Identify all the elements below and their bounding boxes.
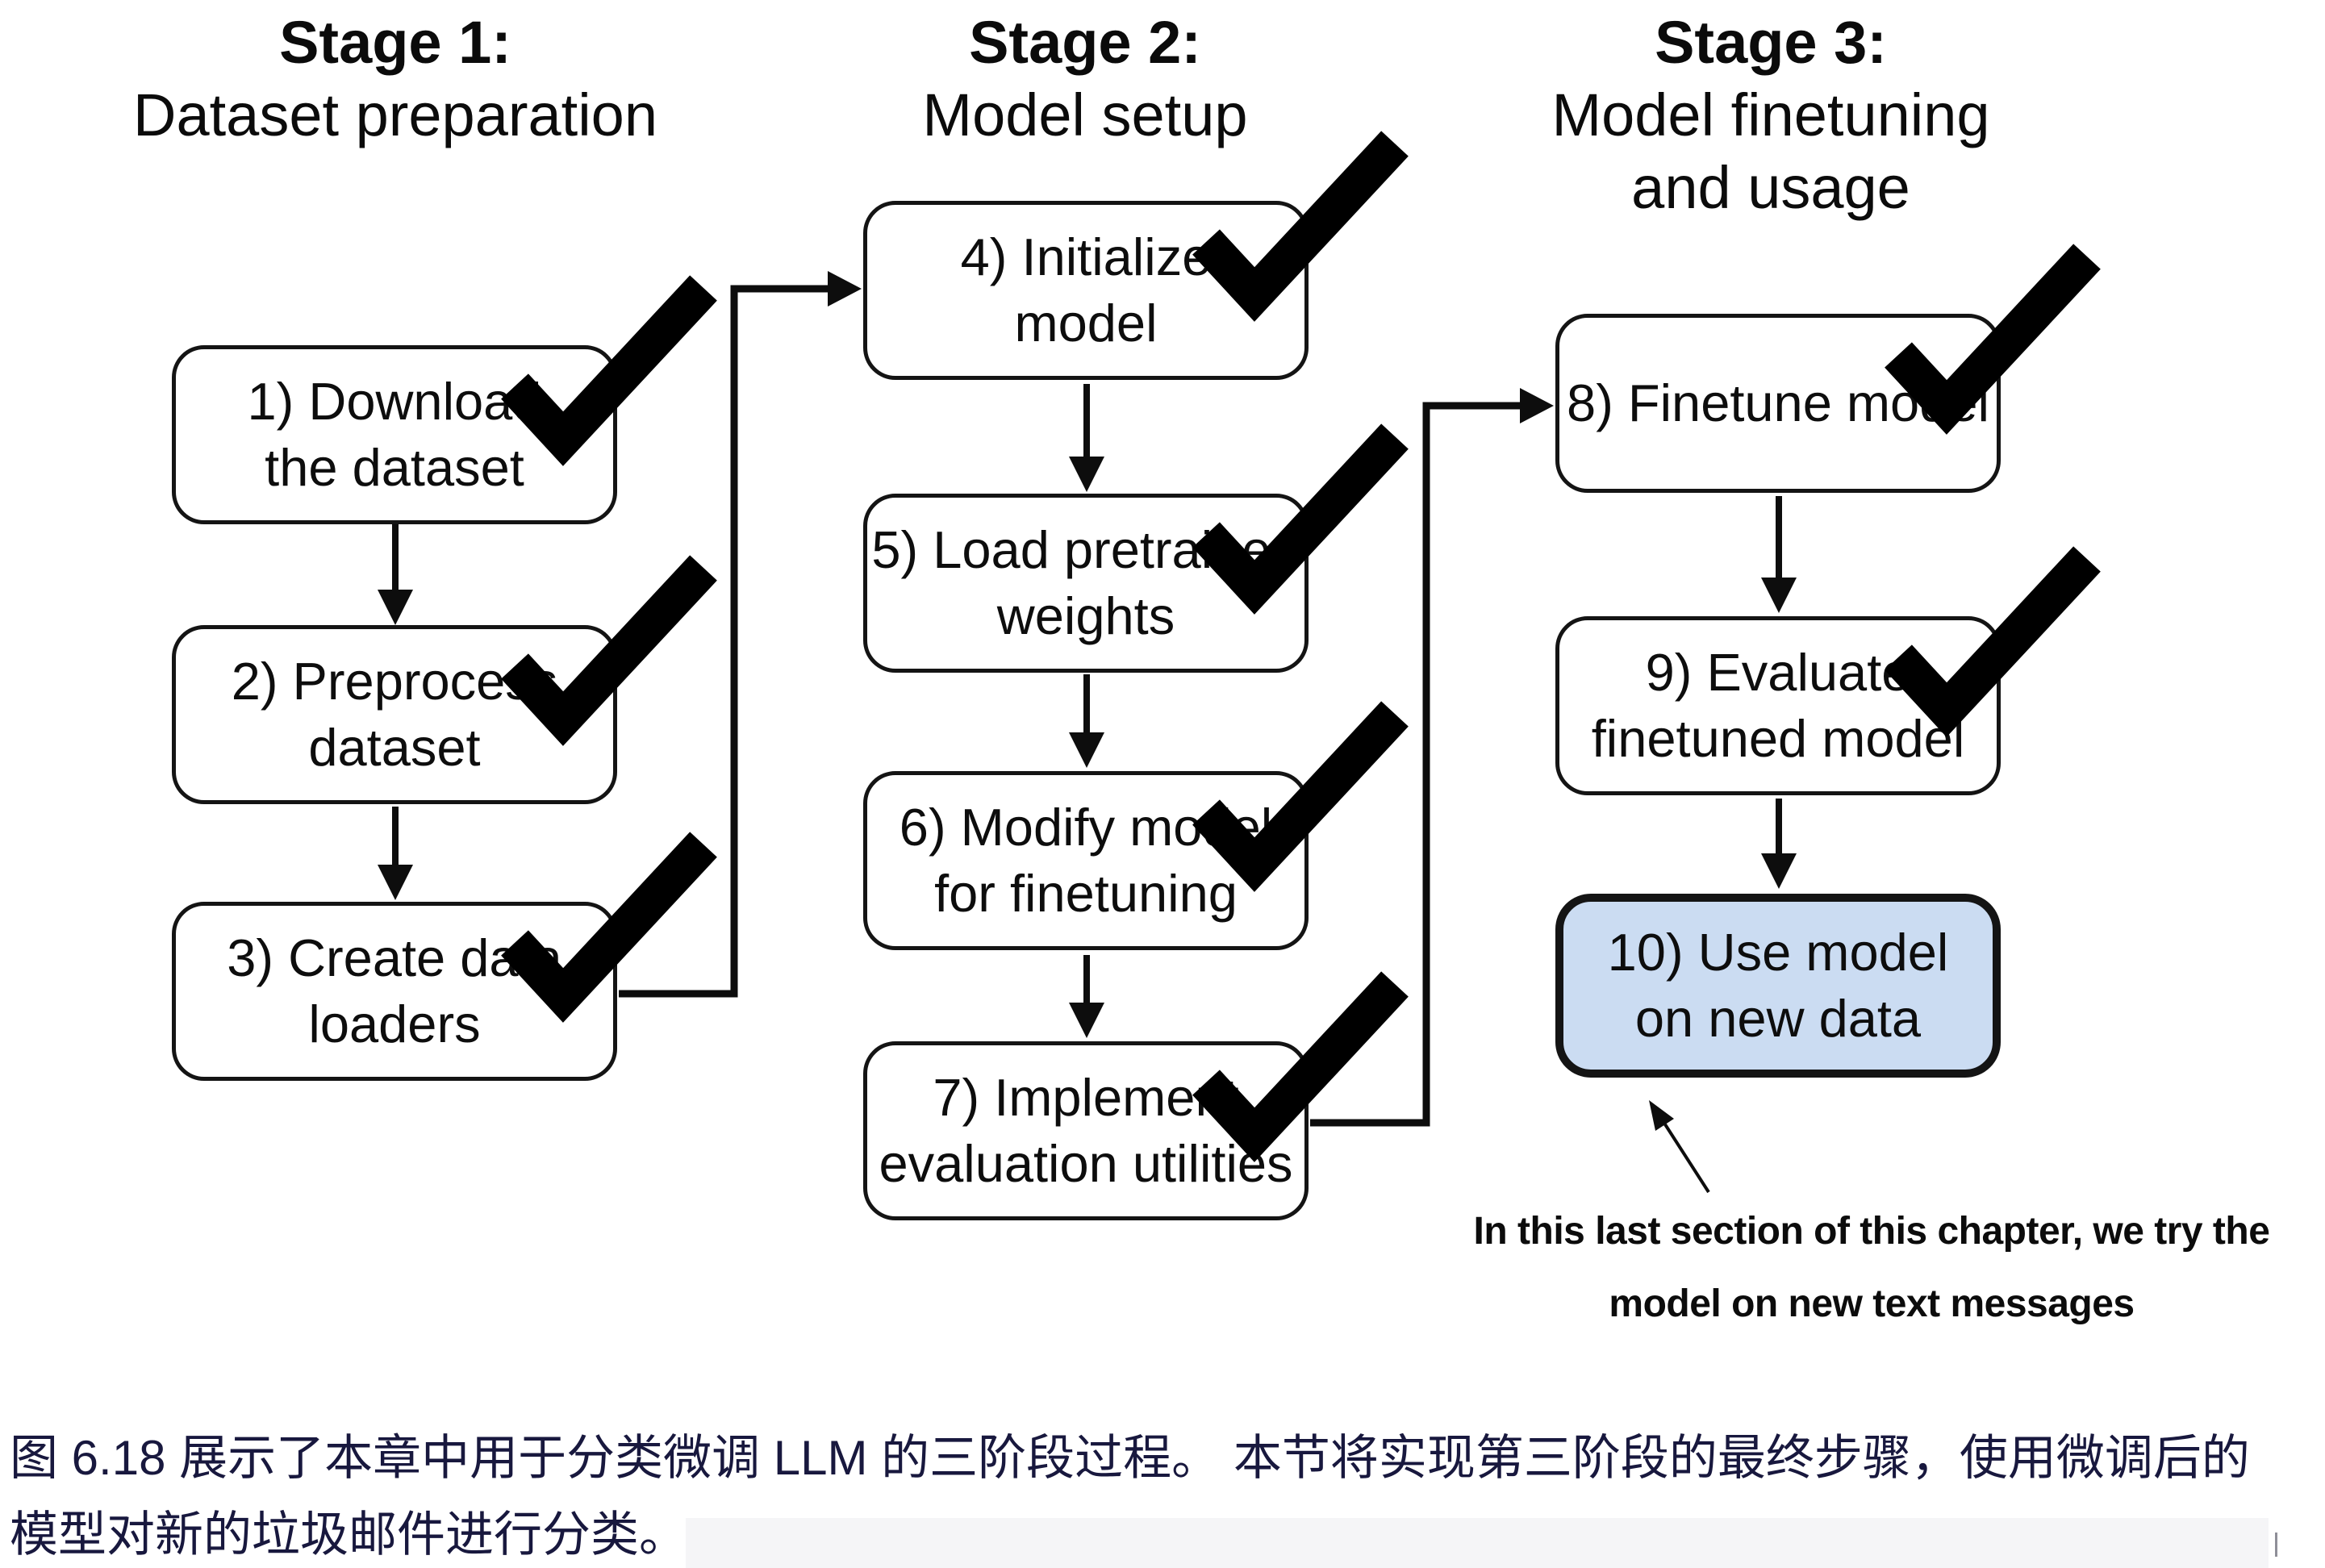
- box-download-dataset-label: 1) Download the dataset: [247, 372, 542, 497]
- box-initialize-model: 4) Initialize model: [863, 131, 1409, 380]
- box-evaluate-finetuned-model: 9) Evaluate finetuned model: [1555, 546, 2101, 795]
- stage3-title: Stage 3: Model finetuning and usage: [1408, 6, 2134, 224]
- stage2-subtitle: Model setup: [922, 81, 1248, 148]
- box-initialize-model-label: 4) Initialize model: [960, 227, 1212, 352]
- stage2-title: Stage 2: Model setup: [722, 6, 1448, 152]
- stage3-subtitle: Model finetuning and usage: [1551, 81, 1990, 221]
- stage1-title: Stage 1: Dataset preparation: [32, 6, 758, 152]
- arrow-box6-box7: [1069, 955, 1104, 1038]
- arrow-box8-box9: [1761, 496, 1797, 613]
- box-modify-model-label: 6) Modify model for finetuning: [899, 798, 1273, 923]
- checkmark-icon: [1192, 131, 1409, 322]
- box-preprocess-dataset-label: 2) Preprocess dataset: [231, 652, 558, 777]
- arrow-box2-box3: [378, 807, 413, 900]
- annotation-arrow: [1649, 1100, 1710, 1194]
- arrow-box4-box5: [1069, 384, 1104, 492]
- box-download-dataset: 1) Download the dataset: [172, 275, 717, 524]
- box-finetune-model-label: 8) Finetune model: [1567, 373, 1989, 432]
- figure-caption: 图 6.18 展示了本章中用于分类微调 LLM 的三阶段过程。 本节将实现第三阶…: [10, 1431, 2250, 1562]
- stage1-heading: Stage 1:: [279, 9, 511, 76]
- stage3-heading: Stage 3:: [1655, 9, 1887, 76]
- box-load-pretrained-weights: 5) Load pretrained weights: [863, 423, 1409, 673]
- arrow-box1-box2: [378, 523, 413, 625]
- box-finetune-model: 8) Finetune model: [1555, 244, 2101, 493]
- box-evaluate-finetuned-model-label: 9) Evaluate finetuned model: [1591, 643, 1965, 768]
- box-use-model-new-data: 10) Use model on new data: [1555, 894, 2001, 1078]
- box-create-data-loaders-label: 3) Create data loaders: [227, 928, 562, 1053]
- arrow-box9-box10: [1761, 799, 1797, 889]
- text-cursor[interactable]: [2275, 1533, 2277, 1557]
- box-preprocess-dataset: 2) Preprocess dataset: [172, 555, 717, 804]
- arrow-box5-box6: [1069, 674, 1104, 768]
- connector-box7-box8: [1310, 388, 1554, 1127]
- stage1-subtitle: Dataset preparation: [133, 81, 657, 148]
- connector-box3-box4: [619, 271, 862, 998]
- annotation-text: In this last section of this chapter, we…: [1473, 1210, 2270, 1325]
- box-modify-model: 6) Modify model for finetuning: [863, 701, 1409, 950]
- bottom-band: [686, 1518, 2269, 1568]
- box-load-pretrained-weights-label: 5) Load pretrained weights: [871, 520, 1300, 645]
- box-create-data-loaders: 3) Create data loaders: [172, 832, 717, 1081]
- box-implement-evaluation-label: 7) Implement evaluation utilities: [879, 1068, 1293, 1193]
- box-implement-evaluation: 7) Implement evaluation utilities: [863, 971, 1409, 1220]
- stage2-heading: Stage 2:: [969, 9, 1201, 76]
- box-use-model-new-data-label: 10) Use model on new data: [1607, 923, 1949, 1048]
